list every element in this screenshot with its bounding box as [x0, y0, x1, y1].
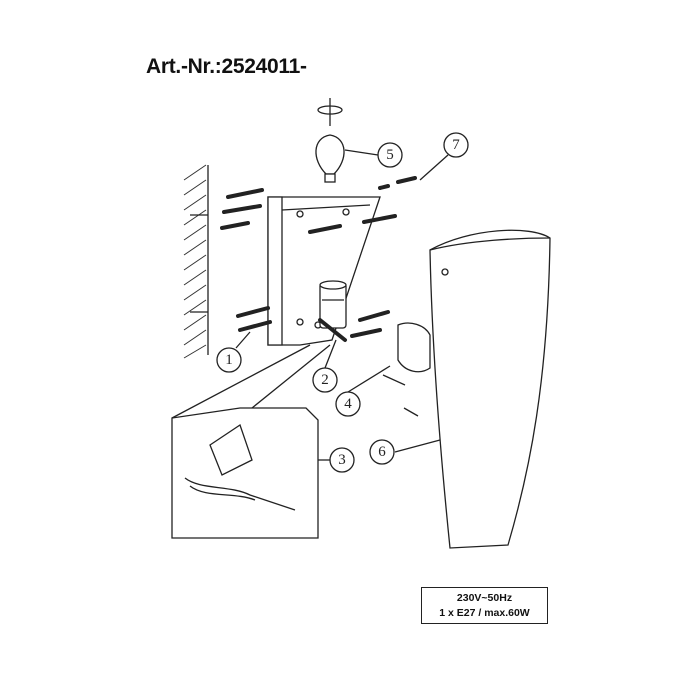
svg-text:7: 7	[452, 137, 460, 153]
leader-lines	[235, 154, 449, 461]
electrical-spec-box: 230V~50Hz 1 x E27 / max.60W	[421, 587, 548, 624]
mounting-bracket	[267, 196, 381, 346]
wall	[183, 164, 209, 359]
article-number: Art.-Nr.:2524011-	[146, 55, 307, 78]
glass-shade	[429, 229, 551, 549]
svg-text:3: 3	[338, 452, 346, 468]
svg-text:2: 2	[321, 372, 329, 388]
callout-1: 1	[216, 347, 242, 373]
shade-holder	[382, 322, 431, 417]
callout-4: 4	[335, 391, 361, 417]
callout-7: 7	[443, 132, 469, 158]
wiring-detail-inset	[171, 344, 331, 539]
lamp-socket	[319, 280, 347, 329]
spec-bulb: 1 x E27 / max.60W	[439, 607, 530, 619]
callout-3: 3	[329, 447, 355, 473]
callout-2: 2	[312, 367, 338, 393]
svg-text:5: 5	[386, 147, 394, 163]
callout-5: 5	[377, 142, 403, 168]
svg-text:4: 4	[344, 396, 352, 412]
screws-and-dowels	[220, 176, 417, 342]
spec-voltage: 230V~50Hz	[456, 592, 513, 604]
svg-text:1: 1	[225, 352, 233, 368]
svg-text:6: 6	[378, 444, 386, 460]
light-bulb	[315, 98, 379, 183]
callout-6: 6	[369, 439, 395, 465]
